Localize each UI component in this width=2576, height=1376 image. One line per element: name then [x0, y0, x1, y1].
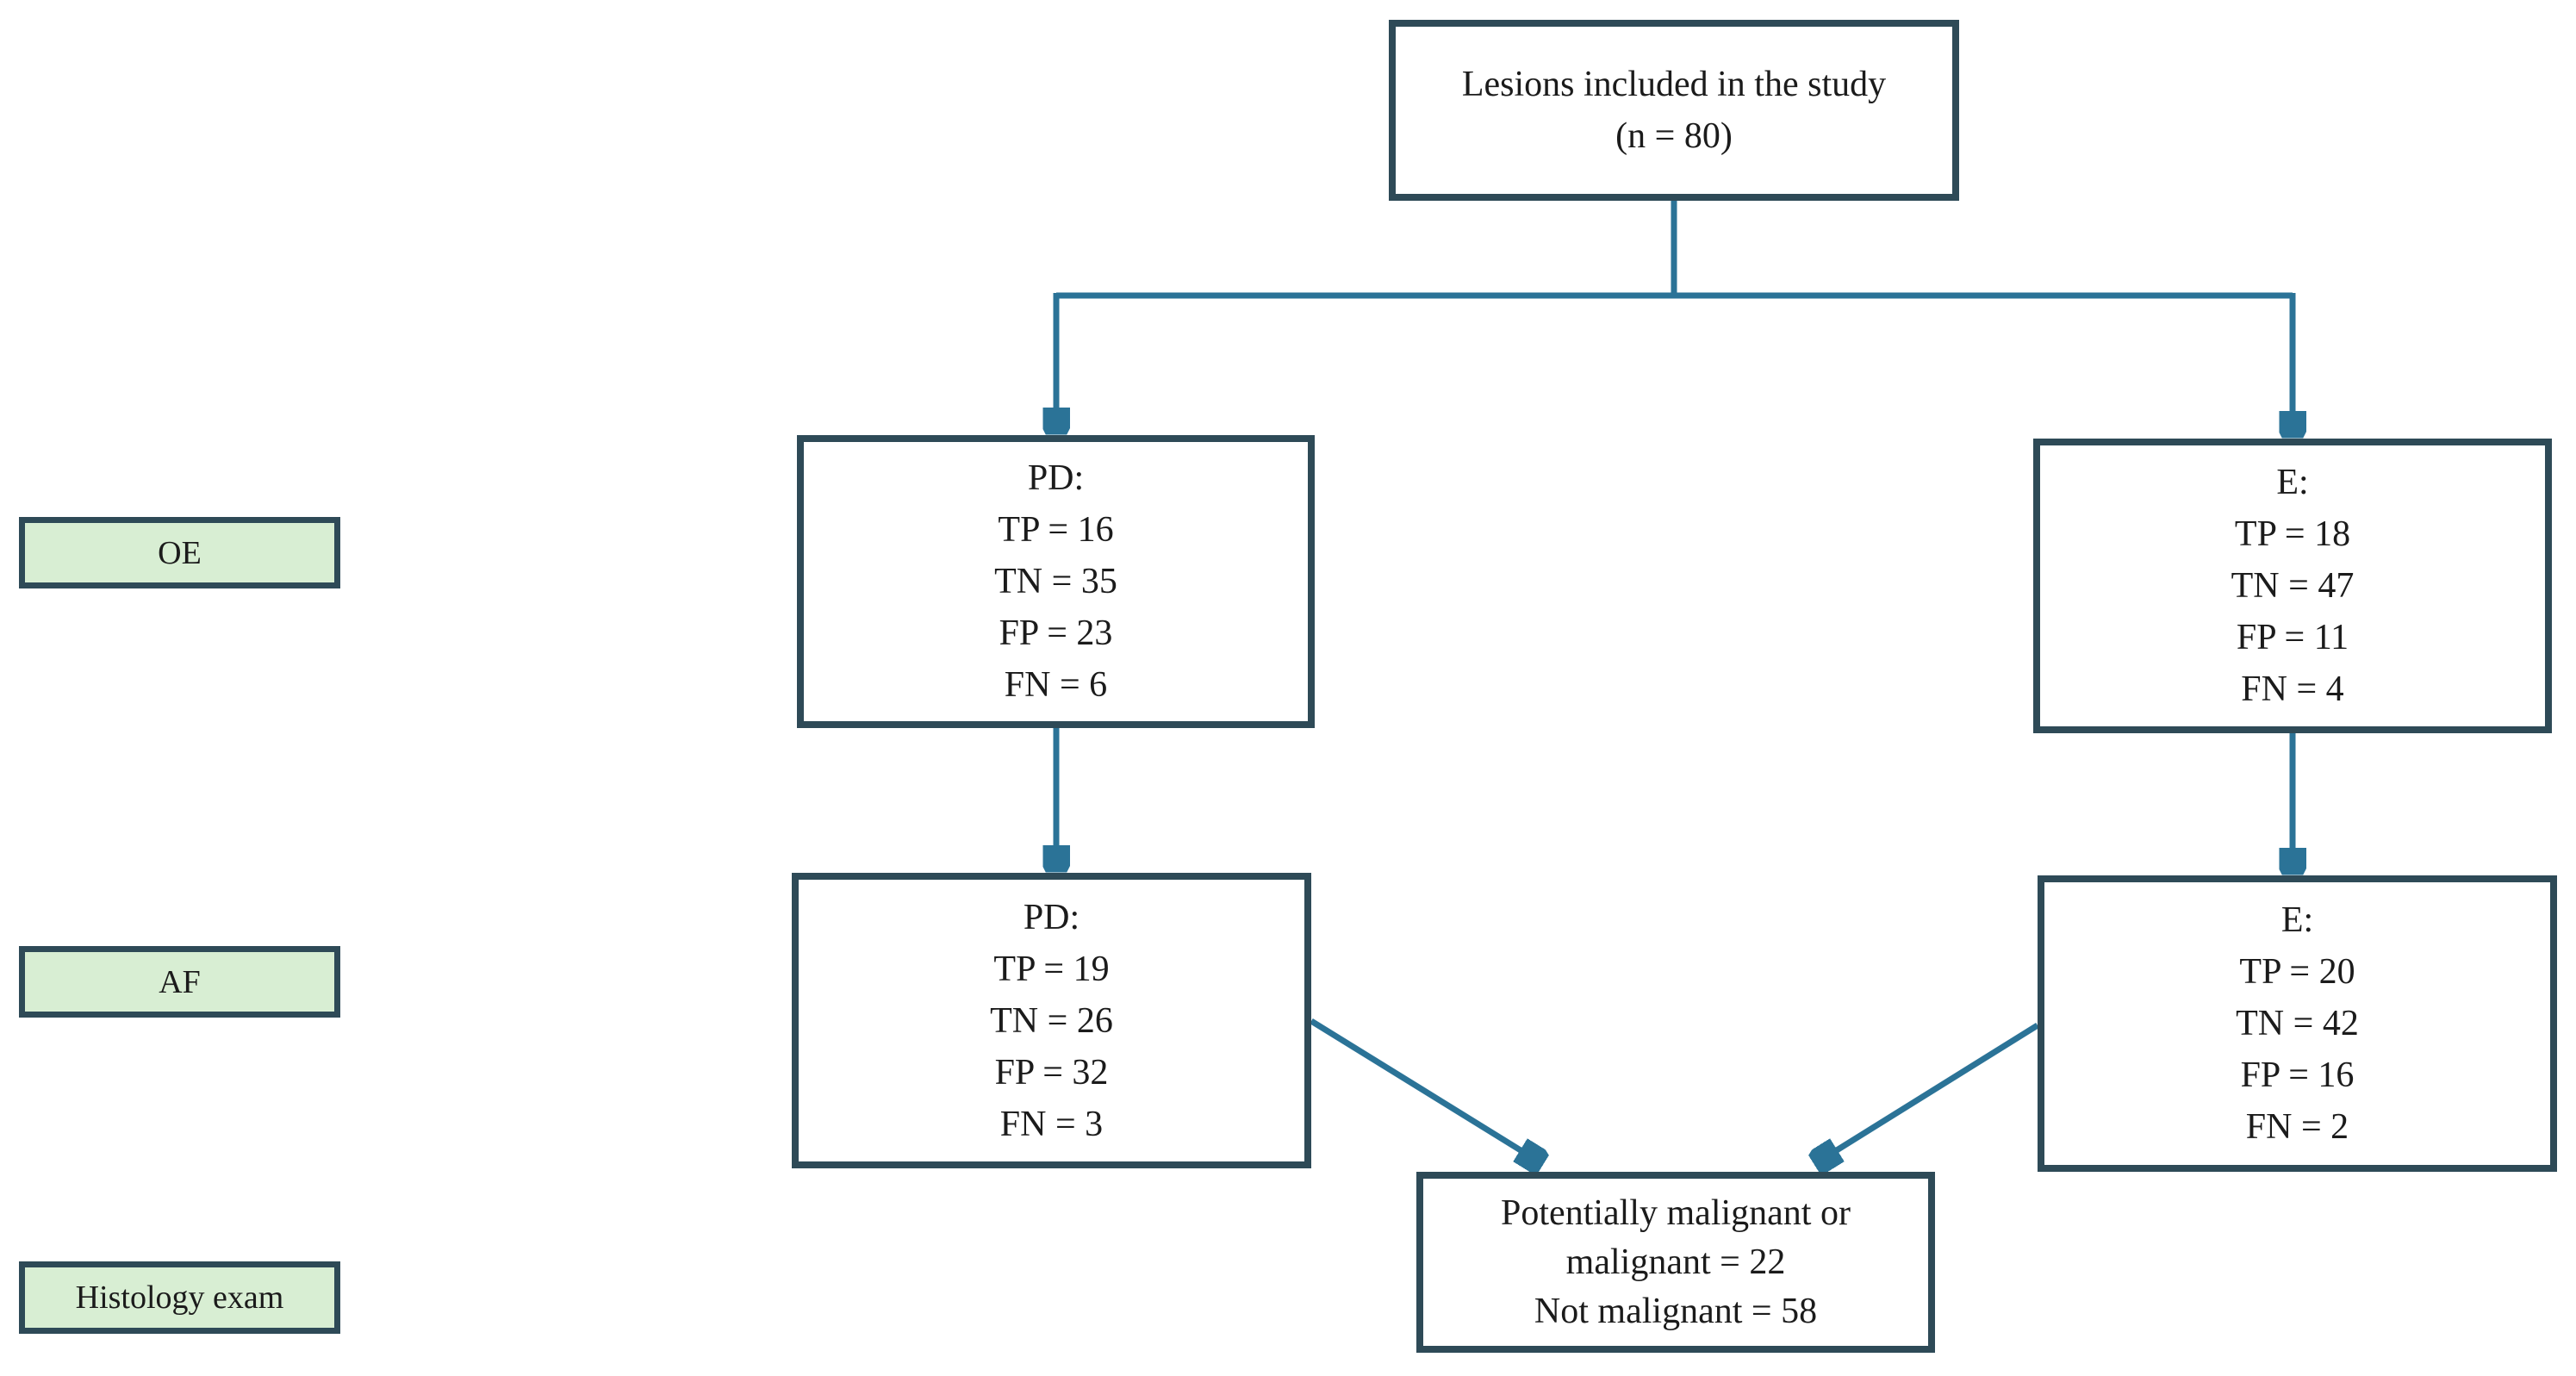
connector-af-e-to-histology-arrow	[1819, 1023, 2039, 1161]
node-text-line: PD:	[1027, 458, 1085, 498]
node-text-line: TP = 18	[2234, 514, 2351, 554]
node-text-line: TN = 47	[2231, 566, 2355, 606]
node-text-line: TP = 20	[2239, 952, 2355, 992]
node-oe-pd: PD: TP = 16 TN = 35 FP = 23 FN = 6	[797, 435, 1315, 728]
row-label-text: Histology exam	[75, 1279, 284, 1316]
row-label-histology-exam: Histology exam	[19, 1261, 340, 1334]
node-text-line: PD:	[1023, 897, 1080, 937]
node-text-line: Not malignant = 58	[1534, 1291, 1818, 1331]
node-text-line: FN = 4	[2241, 669, 2344, 709]
node-text-line: FP = 11	[2236, 618, 2349, 657]
node-text-line: E:	[2280, 900, 2314, 940]
node-text-line: TN = 42	[2236, 1004, 2359, 1043]
node-text-line: FN = 2	[2245, 1107, 2349, 1147]
node-text-line: malignant = 22	[1565, 1242, 1786, 1282]
node-text-line: FP = 32	[994, 1052, 1109, 1093]
node-text-line: TN = 26	[990, 1000, 1113, 1041]
node-text-line: FP = 16	[2240, 1055, 2355, 1095]
node-text-line: E:	[2276, 463, 2309, 502]
node-text-line: TN = 35	[994, 562, 1117, 601]
row-label-oe: OE	[19, 517, 340, 588]
node-text-line: FN = 6	[1004, 665, 1108, 705]
node-text-line: Potentially malignant or	[1501, 1192, 1851, 1233]
node-text-line: FP = 23	[999, 613, 1113, 653]
row-label-text: AF	[159, 963, 201, 1000]
node-text-line: (n = 80)	[1615, 116, 1733, 156]
node-lesions-included: Lesions included in the study (n = 80)	[1389, 20, 1959, 201]
connector-af-pd-to-histology-arrow	[1310, 1018, 1539, 1161]
row-label-text: OE	[158, 534, 202, 571]
node-af-e: E: TP = 20 TN = 42 FP = 16 FN = 2	[2038, 875, 2557, 1172]
row-label-af: AF	[19, 946, 340, 1018]
node-text-line: Lesions included in the study	[1461, 65, 1887, 104]
node-oe-e: E: TP = 18 TN = 47 FP = 11 FN = 4	[2033, 439, 2552, 733]
node-af-pd: PD: TP = 19 TN = 26 FP = 32 FN = 3	[792, 873, 1311, 1168]
node-text-line: TP = 16	[998, 510, 1114, 550]
node-histology-result: Potentially malignant or malignant = 22 …	[1416, 1172, 1935, 1353]
node-text-line: FN = 3	[999, 1104, 1104, 1144]
node-text-line: TP = 19	[993, 949, 1110, 989]
